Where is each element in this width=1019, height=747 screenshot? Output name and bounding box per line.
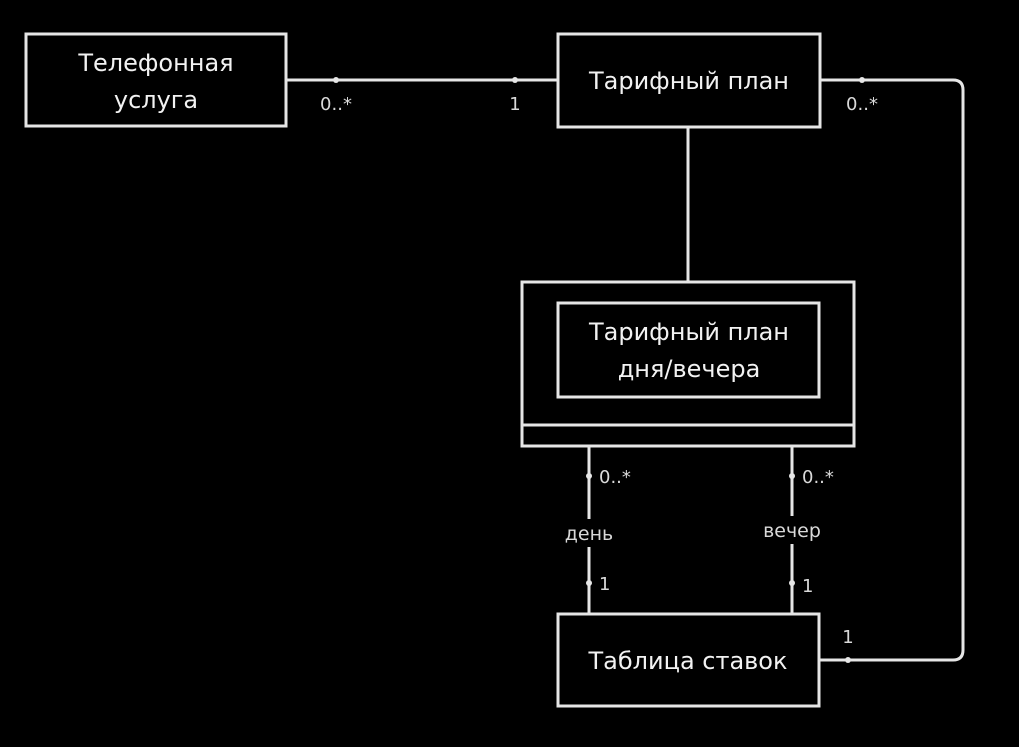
multiplicity-evening-source: 0..* [802, 467, 834, 488]
multiplicity-service-plan-target: 1 [509, 94, 520, 115]
end-dot [845, 657, 851, 663]
end-dot [586, 473, 592, 479]
multiplicity-service-plan-source: 0..* [320, 94, 352, 115]
role-day-background [559, 519, 619, 547]
rate-table-box [556, 612, 821, 708]
role-evening-label: вечер [763, 520, 821, 542]
multiplicity-evening-target: 1 [802, 576, 813, 597]
end-dot [586, 580, 592, 586]
end-dot [789, 580, 795, 586]
node-day-evening-plan[interactable]: Тарифный план дня/вечера [556, 301, 821, 399]
tariff-plan-label: Тарифный план [588, 67, 789, 95]
day-evening-plan-box [556, 301, 821, 399]
phone-service-label-line2: услуга [114, 86, 198, 114]
end-dot [333, 77, 339, 83]
tariff-plan-box [556, 32, 822, 129]
edge-plan-to-rate-table [820, 78, 965, 662]
end-dot [859, 77, 865, 83]
multiplicity-day-source: 0..* [599, 467, 631, 488]
node-rate-table[interactable]: Таблица ставок [556, 612, 821, 708]
rate-table-label: Таблица ставок [588, 647, 788, 675]
end-dot [789, 473, 795, 479]
multiplicity-plan-table-target: 1 [842, 627, 853, 648]
day-evening-plan-label-line1: Тарифный план [588, 318, 789, 346]
phone-service-label-line1: Телефонная [77, 49, 233, 77]
multiplicity-day-target: 1 [599, 574, 610, 595]
node-tariff-plan[interactable]: Тарифный план [556, 32, 822, 129]
node-phone-service[interactable]: Телефонная услуга [24, 32, 288, 128]
phone-service-box [24, 32, 288, 128]
role-evening-background [757, 516, 827, 544]
role-day-label: день [565, 523, 613, 545]
end-dot [512, 77, 518, 83]
association-end-dots [333, 77, 865, 663]
multiplicity-plan-table-source: 0..* [846, 94, 878, 115]
multiplicity-labels: 0..* 1 0..* 1 0..* 1 0..* 1 [320, 94, 878, 648]
day-evening-plan-label-line2: дня/вечера [618, 355, 761, 383]
role-labels: день вечер [559, 516, 827, 547]
